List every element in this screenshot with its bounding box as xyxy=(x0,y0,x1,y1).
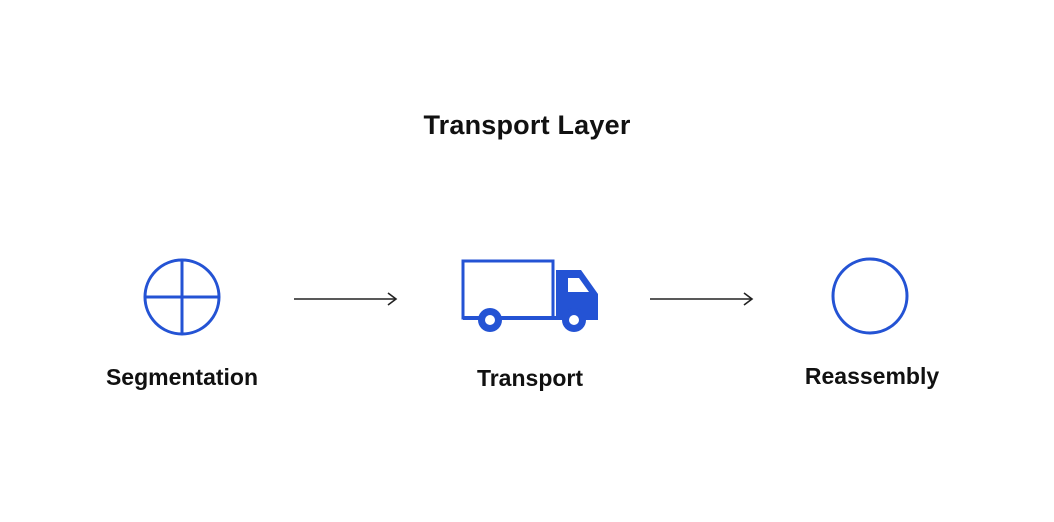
diagram-title: Transport Layer xyxy=(423,110,631,140)
segmented-circle-icon xyxy=(143,258,221,336)
step-label-transport: Transport xyxy=(476,365,584,391)
truck-icon xyxy=(461,259,598,332)
arrow-right-icon xyxy=(650,292,754,306)
step-label-segmentation: Segmentation xyxy=(105,364,259,390)
arrow-right-icon xyxy=(294,292,398,306)
step-label-reassembly: Reassembly xyxy=(804,363,940,389)
circle-icon xyxy=(831,257,909,335)
